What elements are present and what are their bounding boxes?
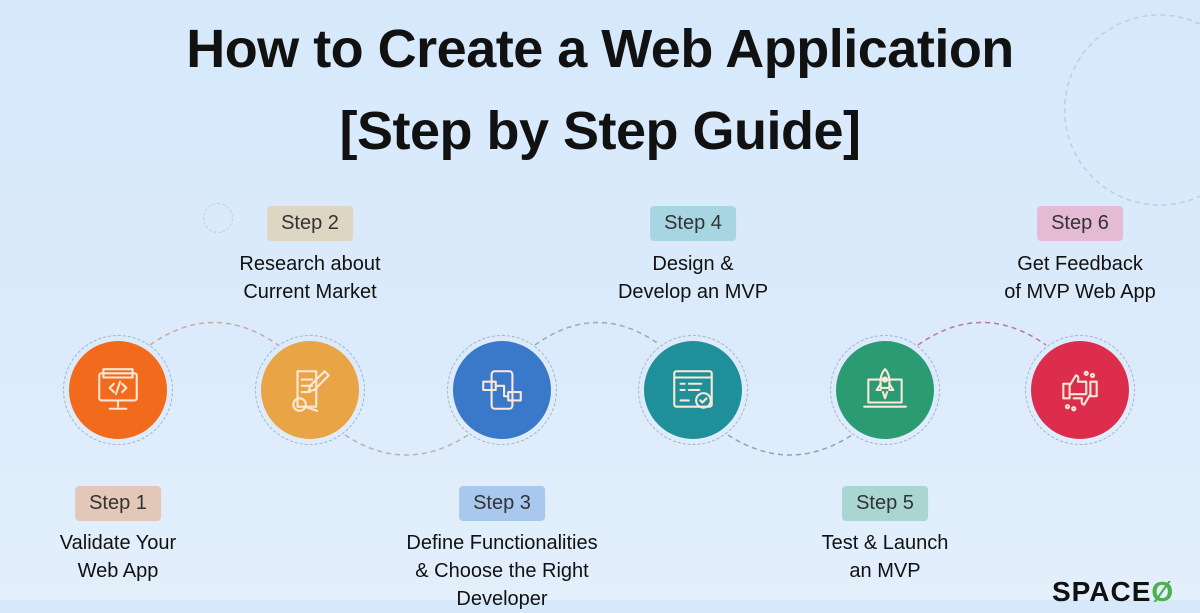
step-label-line: of MVP Web App <box>1004 281 1156 303</box>
dashed-connectors <box>149 14 1200 456</box>
step-4-label: Design & Develop an MVP <box>573 250 813 306</box>
connector-3-4 <box>534 321 661 346</box>
step-3-label: Define Functionalities & Choose the Right… <box>382 529 622 613</box>
step-2-badge: Step 2 <box>267 206 353 241</box>
step-1-circle <box>63 335 173 445</box>
step-label-line: Develop an MVP <box>617 281 769 303</box>
step-6-circle <box>1025 335 1135 445</box>
page-title: How to Create a Web Application <box>186 19 1014 79</box>
connector-4-5 <box>727 434 853 456</box>
step-5-badge: Step 5 <box>842 486 928 521</box>
page-subtitle: [Step by Step Guide] <box>339 101 861 161</box>
step-label-line: Test & Launch <box>821 532 949 554</box>
step-circle-fill <box>1031 341 1129 439</box>
step-4-circle <box>638 335 748 445</box>
step-2-circle <box>255 335 365 445</box>
flowchart-icon <box>482 370 522 410</box>
step-1-badge: Step 1 <box>75 486 161 521</box>
spaceo-logo: SPACEØ <box>1052 576 1174 608</box>
step-label-line: & Choose the Right <box>415 560 589 582</box>
step-circle-fill <box>453 341 551 439</box>
step-label-line: Define Functionalities <box>406 532 598 554</box>
thumbs-feedback-icon <box>1062 370 1098 412</box>
decorative-circle <box>203 203 233 233</box>
step-label-line: Developer <box>456 588 548 610</box>
step-circle-fill <box>644 341 742 439</box>
step-6-badge: Step 6 <box>1037 206 1123 241</box>
decorative-arc <box>1063 14 1200 206</box>
step-label-line: Research about <box>239 253 381 275</box>
step-label-line: Get Feedback <box>1017 253 1143 275</box>
step-circle-fill <box>69 341 167 439</box>
step-label-line: Design & <box>652 253 734 275</box>
rocket-laptop-icon <box>863 368 907 408</box>
step-3-circle <box>447 335 557 445</box>
step-circle-fill <box>836 341 934 439</box>
step-label-line: Validate Your <box>59 532 177 554</box>
logo-text: SPACE <box>1052 576 1152 607</box>
step-label-line: Current Market <box>243 281 377 303</box>
step-label-line: an MVP <box>849 560 921 582</box>
step-label-line: Web App <box>77 560 159 582</box>
step-5-label: Test & Launch an MVP <box>765 529 1005 585</box>
step-6-label: Get Feedback of MVP Web App <box>960 250 1200 306</box>
step-5-circle <box>830 335 940 445</box>
step-circle-fill <box>261 341 359 439</box>
step-3-badge: Step 3 <box>459 486 545 521</box>
connector-1-2 <box>149 321 279 346</box>
logo-mark: Ø <box>1151 576 1175 607</box>
document-search-icon <box>292 370 330 412</box>
step-4-badge: Step 4 <box>650 206 736 241</box>
code-monitor-icon <box>98 368 138 410</box>
connector-2-3 <box>344 434 469 456</box>
browser-check-icon <box>673 370 713 409</box>
connector-5-6 <box>917 321 1047 346</box>
